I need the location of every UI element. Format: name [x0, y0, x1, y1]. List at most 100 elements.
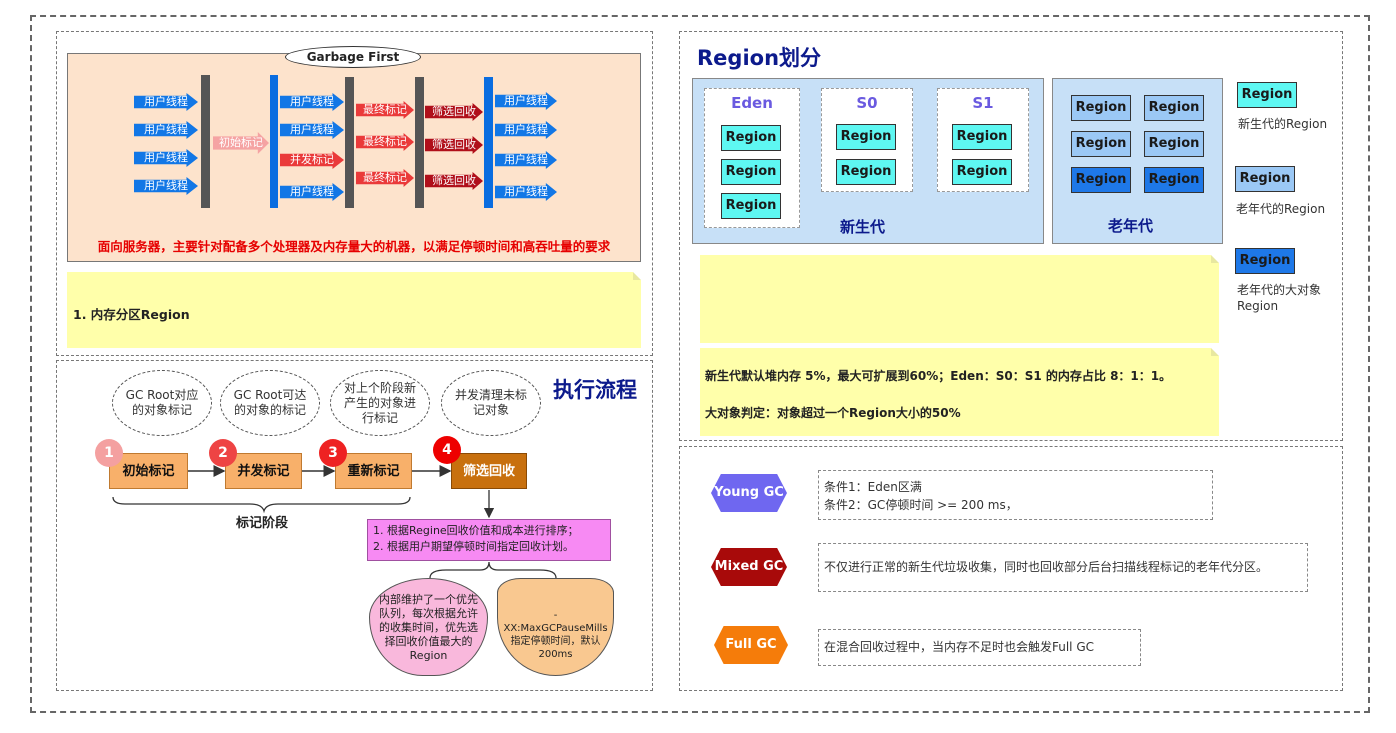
region-survivor: Region — [836, 124, 896, 150]
safepoint-bar — [201, 75, 210, 208]
region-old: Region — [1071, 131, 1131, 157]
final-mark-label: 最终标记 — [363, 171, 407, 184]
pause-time-text: -XX:MaxGCPauseMills指定停顿时间，默认200ms — [503, 610, 608, 660]
initial-mark-arrow: 初始标记 — [213, 132, 269, 154]
user-thread-label: 用户线程 — [504, 123, 548, 136]
user-thread-label: 用户线程 — [504, 185, 548, 198]
eden-box — [704, 88, 800, 228]
region-humongous: Region — [1144, 167, 1204, 193]
old-gen-label: 老年代 — [1108, 217, 1154, 235]
g1-title: Garbage First — [285, 46, 421, 68]
user-thread-arrow: 用户线程 — [495, 121, 557, 139]
region-humongous: Region — [1071, 167, 1131, 193]
outer-frame — [30, 15, 1370, 713]
user-thread-label: 用户线程 — [290, 95, 334, 108]
step-number-4: 4 — [433, 436, 461, 464]
concurrent-mark-label: 并发标记 — [290, 153, 334, 166]
user-thread-arrow: 用户线程 — [495, 151, 557, 169]
user-thread-arrow: 用户线程 — [495, 92, 557, 110]
region-title: Region划分 — [697, 46, 822, 70]
g1-description: 面向服务器，主要针对配备多个处理器及内存量大的机器，以满足停顿时间和高吞吐量的要… — [97, 239, 611, 254]
full-gc-desc: 在混合回收过程中，当内存不足时也会触发Full GC — [818, 629, 1141, 666]
flow-connectors — [112, 465, 557, 579]
cleanup-plan-box: 1. 根据Regine回收价值和成本进行排序； 2. 根据用户期望停顿时间指定回… — [367, 519, 611, 561]
final-mark-arrow: 最终标记 — [356, 101, 414, 119]
user-thread-label: 用户线程 — [504, 153, 548, 166]
cloud-step-3: 对上个阶段新产生的对象进行标记 — [330, 370, 430, 436]
young-gc-badge: Young GC — [711, 474, 787, 512]
cleanup-arrow: 筛选回收 — [425, 172, 483, 190]
legend-old-label: 老年代的Region — [1236, 202, 1326, 216]
safepoint-bar — [345, 77, 354, 208]
cloud-step-1: GC Root对应的对象标记 — [112, 370, 212, 436]
pause-time-bubble: -XX:MaxGCPauseMills指定停顿时间，默认200ms — [497, 578, 614, 676]
region-survivor: Region — [952, 124, 1012, 150]
s1-label: S1 — [972, 94, 994, 112]
priority-queue-text: 内部维护了一个优先队列，每次根据允许的收集时间，优先选择回收价值最大的Regio… — [379, 593, 478, 662]
young-gc-cond: 条件1：Eden区满 — [824, 480, 922, 494]
region-young: Region — [721, 159, 781, 185]
cleanup-label: 筛选回收 — [432, 138, 476, 151]
region-note-line-2: 大对象判定：对象超过一个Region大小的50% — [705, 406, 961, 420]
safepoint-bar — [415, 77, 424, 208]
mixed-gc-desc: 不仅进行正常的新生代垃圾收集，同时也回收部分后台扫描线程标记的老年代分区。 — [818, 543, 1308, 592]
region-note-line-1: 新生代默认堆内存 5%，最大可扩展到60%；Eden：S0：S1 的内存占比 8… — [705, 369, 1172, 383]
mixed-gc-text: 不仅进行正常的新生代垃圾收集，同时也回收部分后台扫描线程标记的老年代分区。 — [824, 560, 1269, 574]
full-gc-text: 在混合回收过程中，当内存不足时也会触发Full GC — [824, 640, 1095, 654]
legend-humongous-region: Region — [1235, 248, 1295, 274]
user-thread-arrow: 用户线程 — [134, 121, 198, 139]
safepoint-bar — [270, 75, 278, 208]
region-old: Region — [1144, 131, 1204, 157]
user-thread-label: 用户线程 — [144, 95, 188, 108]
legend-young-region: Region — [1237, 82, 1297, 108]
user-thread-label: 用户线程 — [290, 123, 334, 136]
young-gc-cond: 条件2：GC停顿时间 >= 200 ms， — [824, 498, 1018, 512]
gc-panel — [679, 446, 1343, 691]
final-mark-arrow: 最终标记 — [356, 133, 414, 151]
concurrent-mark-arrow: 并发标记 — [280, 151, 344, 169]
step-number-1: 1 — [95, 439, 123, 467]
step-remark: 重新标记 — [335, 453, 412, 489]
user-thread-label: 用户线程 — [504, 94, 548, 107]
final-mark-label: 最终标记 — [363, 103, 407, 116]
memory-region-note-text: 1. 内存分区Region — [73, 307, 190, 322]
user-thread-arrow: 用户线程 — [280, 183, 344, 201]
user-thread-arrow: 用户线程 — [134, 177, 198, 195]
region-old: Region — [1144, 95, 1204, 121]
step-initial-mark: 初始标记 — [109, 453, 188, 489]
cleanup-arrow: 筛选回收 — [425, 103, 483, 121]
final-mark-arrow: 最终标记 — [356, 169, 414, 187]
region-young: Region — [721, 125, 781, 151]
memory-region-note: 1. 内存分区Region — [67, 272, 641, 348]
initial-mark-label: 初始标记 — [219, 136, 263, 149]
full-gc-badge: Full GC — [714, 626, 788, 664]
cleanup-label: 筛选回收 — [432, 105, 476, 118]
mixed-gc-badge: Mixed GC — [711, 548, 787, 586]
region-panel — [679, 31, 1343, 441]
user-thread-label: 用户线程 — [144, 151, 188, 164]
cloud-step-2: GC Root可达的对象的标记 — [220, 370, 320, 436]
legend-young-label: 新生代的Region — [1238, 117, 1328, 131]
region-young: Region — [721, 193, 781, 219]
priority-queue-bubble: 内部维护了一个优先队列，每次根据允许的收集时间，优先选择回收价值最大的Regio… — [369, 578, 488, 676]
final-mark-label: 最终标记 — [363, 135, 407, 148]
user-thread-label: 用户线程 — [144, 179, 188, 192]
young-gc-desc: 条件1：Eden区满 条件2：GC停顿时间 >= 200 ms， — [818, 470, 1213, 520]
user-thread-arrow: 用户线程 — [134, 93, 198, 111]
region-note-empty — [700, 255, 1219, 343]
user-thread-arrow: 用户线程 — [134, 149, 198, 167]
region-survivor: Region — [952, 159, 1012, 185]
cleanup-plan-line: 1. 根据Regine回收价值和成本进行排序； — [373, 524, 579, 537]
user-thread-arrow: 用户线程 — [280, 121, 344, 139]
user-thread-arrow: 用户线程 — [495, 183, 557, 201]
s0-label: S0 — [856, 94, 878, 112]
cleanup-label: 筛选回收 — [432, 174, 476, 187]
step-cleanup: 筛选回收 — [451, 453, 527, 489]
cloud-step-4: 并发清理未标记对象 — [441, 370, 541, 436]
cleanup-arrow: 筛选回收 — [425, 136, 483, 154]
step-concurrent-mark: 并发标记 — [225, 453, 302, 489]
cleanup-plan-line: 2. 根据用户期望停顿时间指定回收计划。 — [373, 540, 574, 553]
flow-title: 执行流程 — [553, 378, 637, 402]
eden-label: Eden — [731, 94, 773, 112]
region-survivor: Region — [836, 159, 896, 185]
